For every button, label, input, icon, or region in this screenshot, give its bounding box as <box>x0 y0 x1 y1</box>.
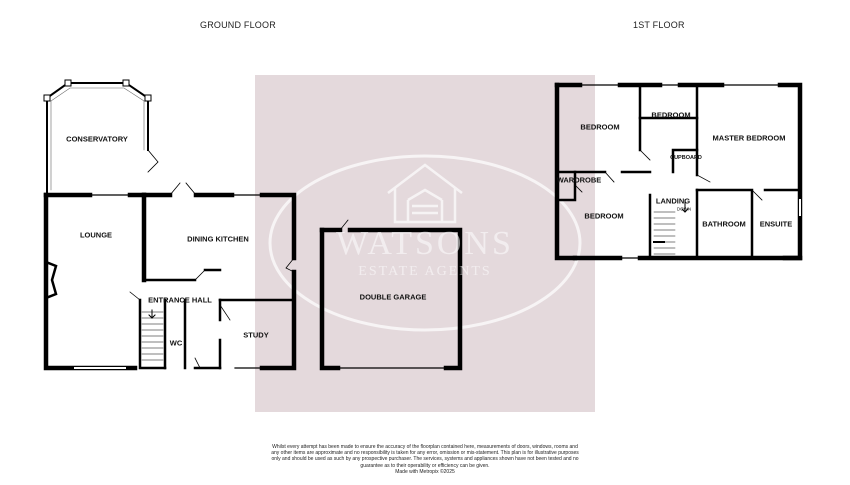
room-label-wc: WC <box>169 338 183 348</box>
room-label-double-garage: DOUBLE GARAGE <box>359 292 427 302</box>
room-label-bathroom: BATHROOM <box>702 219 746 229</box>
room-label-ensuite: ENSUITE <box>759 219 793 229</box>
garage-walls <box>319 219 463 371</box>
room-label-landing: LANDING <box>655 196 691 206</box>
conservatory-corner-post <box>64 79 72 87</box>
room-label-bedroom: BEDROOM <box>580 122 620 132</box>
hall-door-swing <box>129 291 141 301</box>
ground-floor-walls <box>43 79 297 371</box>
watermark-house-icon <box>387 163 463 224</box>
entrance-hall-door <box>194 269 231 321</box>
conservatory-door <box>147 149 159 173</box>
bedroom-door <box>604 171 615 183</box>
room-label-lounge: LOUNGE <box>79 230 113 240</box>
patio-doors <box>169 182 197 196</box>
ground-stairs <box>141 309 164 361</box>
room-label-bedroom: BEDROOM <box>584 211 624 221</box>
master-bedroom-door <box>696 174 711 183</box>
side-door <box>285 257 295 273</box>
disclaimer-credit: Made with Metropix ©2025 <box>395 468 455 475</box>
front-door <box>194 357 201 369</box>
stairs-down-label: DOWN <box>676 206 692 212</box>
wardrobe-door <box>574 184 583 193</box>
ground-interior-walls <box>138 268 296 370</box>
watermark-panel <box>255 75 595 412</box>
disclaimer: Whilst every attempt has been made to en… <box>270 444 580 475</box>
garage-side-door <box>339 219 349 231</box>
room-label-dining-kitchen: DINING KITCHEN <box>187 234 249 244</box>
dining-kitchen-walls <box>141 192 297 371</box>
conservatory-corner-post <box>122 79 130 87</box>
watermark-subtitle: ESTATE AGENTS <box>358 264 492 279</box>
room-label-study: STUDY <box>243 330 269 340</box>
bedroom-door <box>639 149 651 161</box>
lounge-walls <box>43 192 147 371</box>
room-label-conservatory: CONSERVATORY <box>66 134 128 144</box>
watermark-name: WATSONS <box>336 225 514 262</box>
watermark-ellipse <box>268 154 582 332</box>
conservatory-glazing <box>50 87 145 191</box>
room-label-entrance-hall: ENTRANCE HALL <box>148 295 212 305</box>
fireplace <box>44 260 58 300</box>
ensuite-door <box>751 189 763 201</box>
room-label-wardrobe: WARDROBE <box>556 175 602 185</box>
conservatory-corner-post <box>43 94 51 102</box>
room-label-master-bedroom: MASTER BEDROOM <box>712 133 786 143</box>
first-floor-title: 1ST FLOOR <box>633 20 685 30</box>
ground-floor-title: GROUND FLOOR <box>200 20 276 30</box>
first-floor-stairs <box>653 199 689 255</box>
room-label-cupboard: CUPBOARD <box>670 155 702 161</box>
conservatory-corner-post <box>144 94 152 102</box>
room-label-bedroom: BEDROOM <box>651 110 691 120</box>
disclaimer-text: Whilst every attempt has been made to en… <box>271 444 579 469</box>
first-floor-walls <box>554 82 803 261</box>
